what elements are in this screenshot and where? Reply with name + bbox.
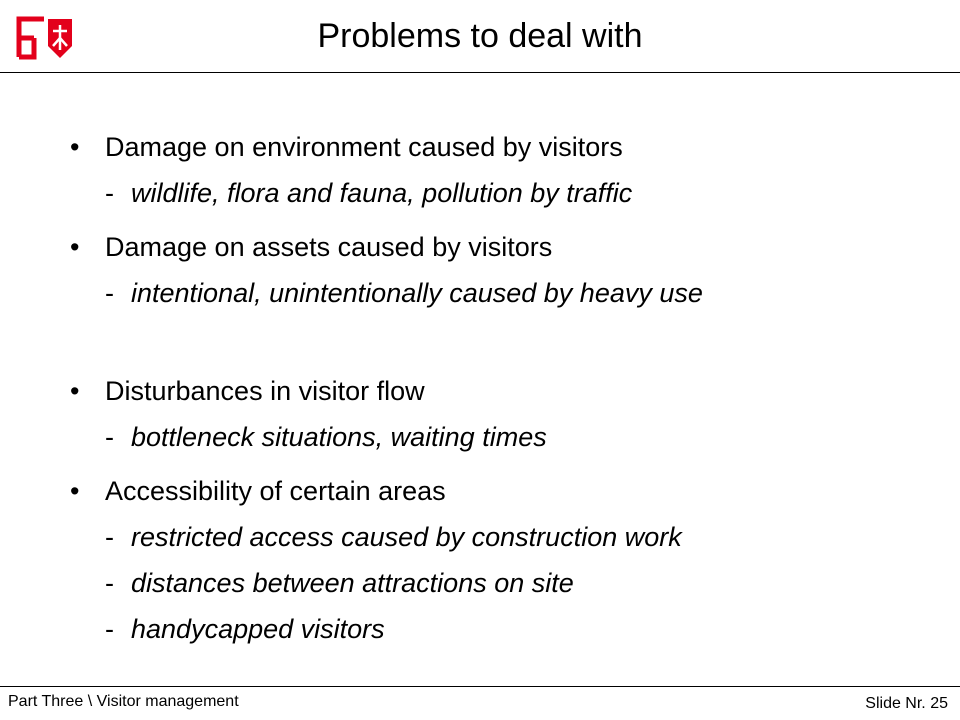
sub-item: -handycapped visitors (105, 606, 930, 652)
footer-section-label: Part Three \ Visitor management (8, 693, 239, 710)
sub-item: -restricted access caused by constructio… (105, 514, 930, 560)
bullet-text: Disturbances in visitor flow (105, 376, 425, 406)
sub-text: restricted access caused by construction… (131, 522, 682, 552)
sub-item: -intentional, unintentionally caused by … (105, 270, 930, 316)
bullet-list: • Damage on environment caused by visito… (70, 124, 930, 652)
sub-text: bottleneck situations, waiting times (131, 422, 547, 452)
bullet-text: Damage on environment caused by visitors (105, 132, 623, 162)
sub-item: -wildlife, flora and fauna, pollution by… (105, 170, 930, 216)
list-item: • Damage on environment caused by visito… (70, 124, 930, 216)
sub-item: -distances between attractions on site (105, 560, 930, 606)
bullet-text: Damage on assets caused by visitors (105, 232, 553, 262)
header-divider (0, 72, 960, 73)
footer-divider (0, 686, 960, 687)
sub-dash: - (105, 614, 114, 644)
page-title: Problems to deal with (317, 17, 643, 55)
sub-dash: - (105, 422, 114, 452)
bullet-text: Accessibility of certain areas (105, 476, 446, 506)
bullet-symbol: • (70, 132, 80, 162)
sub-text: wildlife, flora and fauna, pollution by … (131, 178, 633, 208)
bullet-symbol: • (70, 376, 80, 406)
slide-number: Slide Nr. 25 (865, 695, 948, 712)
sub-item: -bottleneck situations, waiting times (105, 414, 930, 460)
list-item: • Disturbances in visitor flow -bottlene… (70, 368, 930, 460)
sub-text: intentional, unintentionally caused by h… (131, 278, 703, 308)
list-item: • Damage on assets caused by visitors -i… (70, 224, 930, 316)
sub-dash: - (105, 522, 114, 552)
fh-logo-icon (16, 16, 72, 60)
sub-text: handycapped visitors (131, 614, 385, 644)
bullet-symbol: • (70, 232, 80, 262)
sub-dash: - (105, 568, 114, 598)
sub-dash: - (105, 278, 114, 308)
sub-text: distances between attractions on site (131, 568, 574, 598)
sub-dash: - (105, 178, 114, 208)
list-item: • Accessibility of certain areas -restri… (70, 468, 930, 652)
bullet-symbol: • (70, 476, 80, 506)
